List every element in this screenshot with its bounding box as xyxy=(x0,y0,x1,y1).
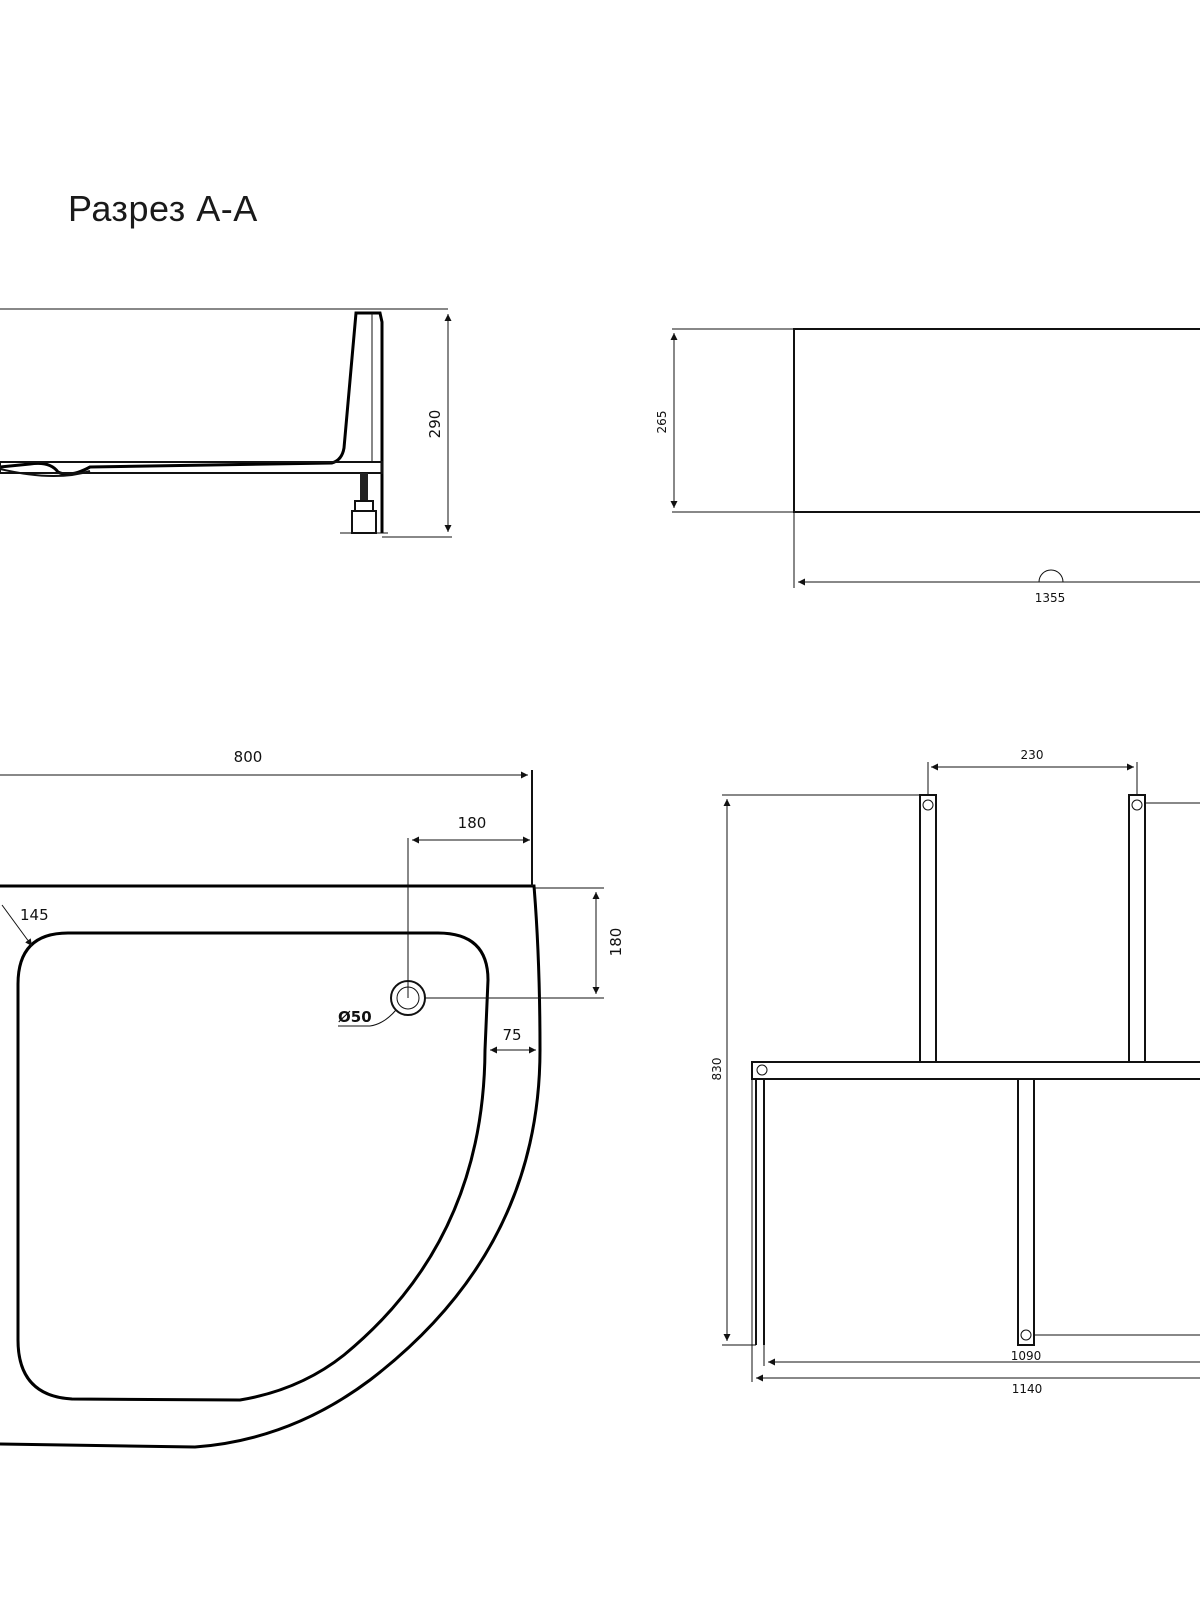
tray-wall-profile xyxy=(0,311,384,533)
frame-bar-right-hole xyxy=(1131,799,1143,811)
frame-bar-left xyxy=(919,794,937,1063)
dim-290-label: 290 xyxy=(426,410,444,439)
dim-1140-label: 1140 xyxy=(1012,1382,1043,1396)
support-rail xyxy=(0,461,383,474)
leveling-leg-nut xyxy=(354,500,374,512)
dim-180h-label: 180 xyxy=(458,814,487,832)
frame-cross-bar xyxy=(751,1061,1200,1080)
frame-cross-bar-hole xyxy=(756,1064,768,1076)
radius-145-leader xyxy=(1,904,33,947)
drain-diameter-label: Ø50 xyxy=(338,1008,372,1026)
side-panel-outline xyxy=(793,328,1200,513)
dim-230-label: 230 xyxy=(1021,748,1044,762)
section-a-a-view: 290 xyxy=(0,308,452,538)
radius-145-label: 145 xyxy=(20,906,49,924)
dim-1355-label: 1355 xyxy=(1035,591,1066,605)
support-frame-view: 230 830 1090 1140 xyxy=(710,748,1200,1396)
frame-bar-right xyxy=(1128,794,1146,1063)
leveling-leg-screw xyxy=(360,473,368,501)
leveling-leg-foot xyxy=(351,510,377,534)
dim-265-label: 265 xyxy=(655,411,669,434)
side-panel-view: 265 1355 xyxy=(655,328,1200,605)
dim-800-label: 800 xyxy=(234,748,263,766)
panel-center-mark xyxy=(1038,569,1064,583)
dim-180v-label: 180 xyxy=(607,928,625,957)
dim-75-label: 75 xyxy=(502,1026,521,1044)
dim-830-label: 830 xyxy=(710,1058,724,1081)
tray-plan-view: 800 180 180 145 Ø50 75 xyxy=(0,748,625,1449)
frame-bar-bottom xyxy=(1017,1078,1035,1346)
frame-bar-bottom-hole xyxy=(1020,1329,1032,1341)
tray-inner-basin xyxy=(16,931,490,1402)
frame-bar-left-hole xyxy=(922,799,934,811)
dim-1090-label: 1090 xyxy=(1011,1349,1042,1363)
tray-outer-contour xyxy=(0,884,542,1449)
drain-diameter-leader xyxy=(338,1009,397,1027)
section-title: Разрез А-А xyxy=(68,188,258,229)
